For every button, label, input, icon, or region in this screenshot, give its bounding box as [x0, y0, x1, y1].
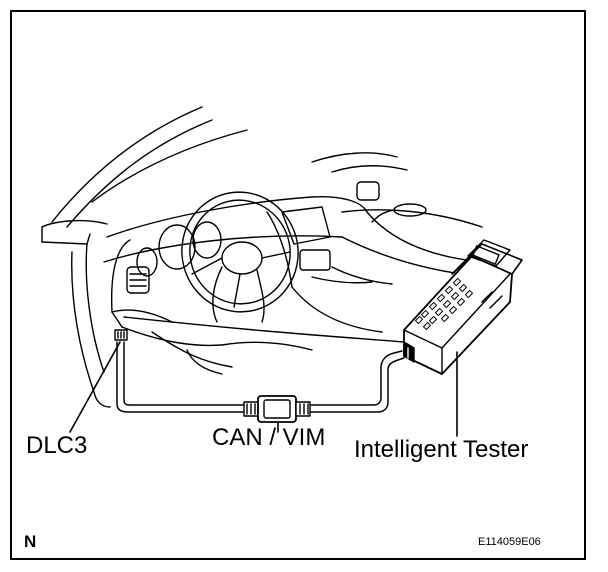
figure-frame: DLC3 CAN / VIM Intelligent Tester N E114… [10, 10, 586, 560]
can-vim-label: CAN / VIM [212, 424, 326, 451]
label-leaders [69, 341, 458, 437]
vehicle-diagnostic-illustration [41, 106, 523, 437]
steering-wheel [181, 191, 299, 323]
intelligent-tester-label: Intelligent Tester [354, 436, 529, 463]
dlc3-connector [114, 329, 128, 341]
dlc3-label: DLC3 [26, 432, 88, 459]
corner-letter: N [24, 532, 37, 551]
dashboard [103, 181, 483, 375]
routing-line [123, 316, 405, 343]
intelligent-tester [403, 239, 523, 375]
figure-code: E114059E06 [478, 536, 541, 548]
windshield-lines [51, 106, 408, 228]
diagnostic-cable [116, 341, 405, 413]
can-vim-module [243, 395, 311, 423]
dlc3-leader [69, 341, 121, 433]
keypad [414, 277, 474, 331]
door-frame [41, 219, 111, 408]
